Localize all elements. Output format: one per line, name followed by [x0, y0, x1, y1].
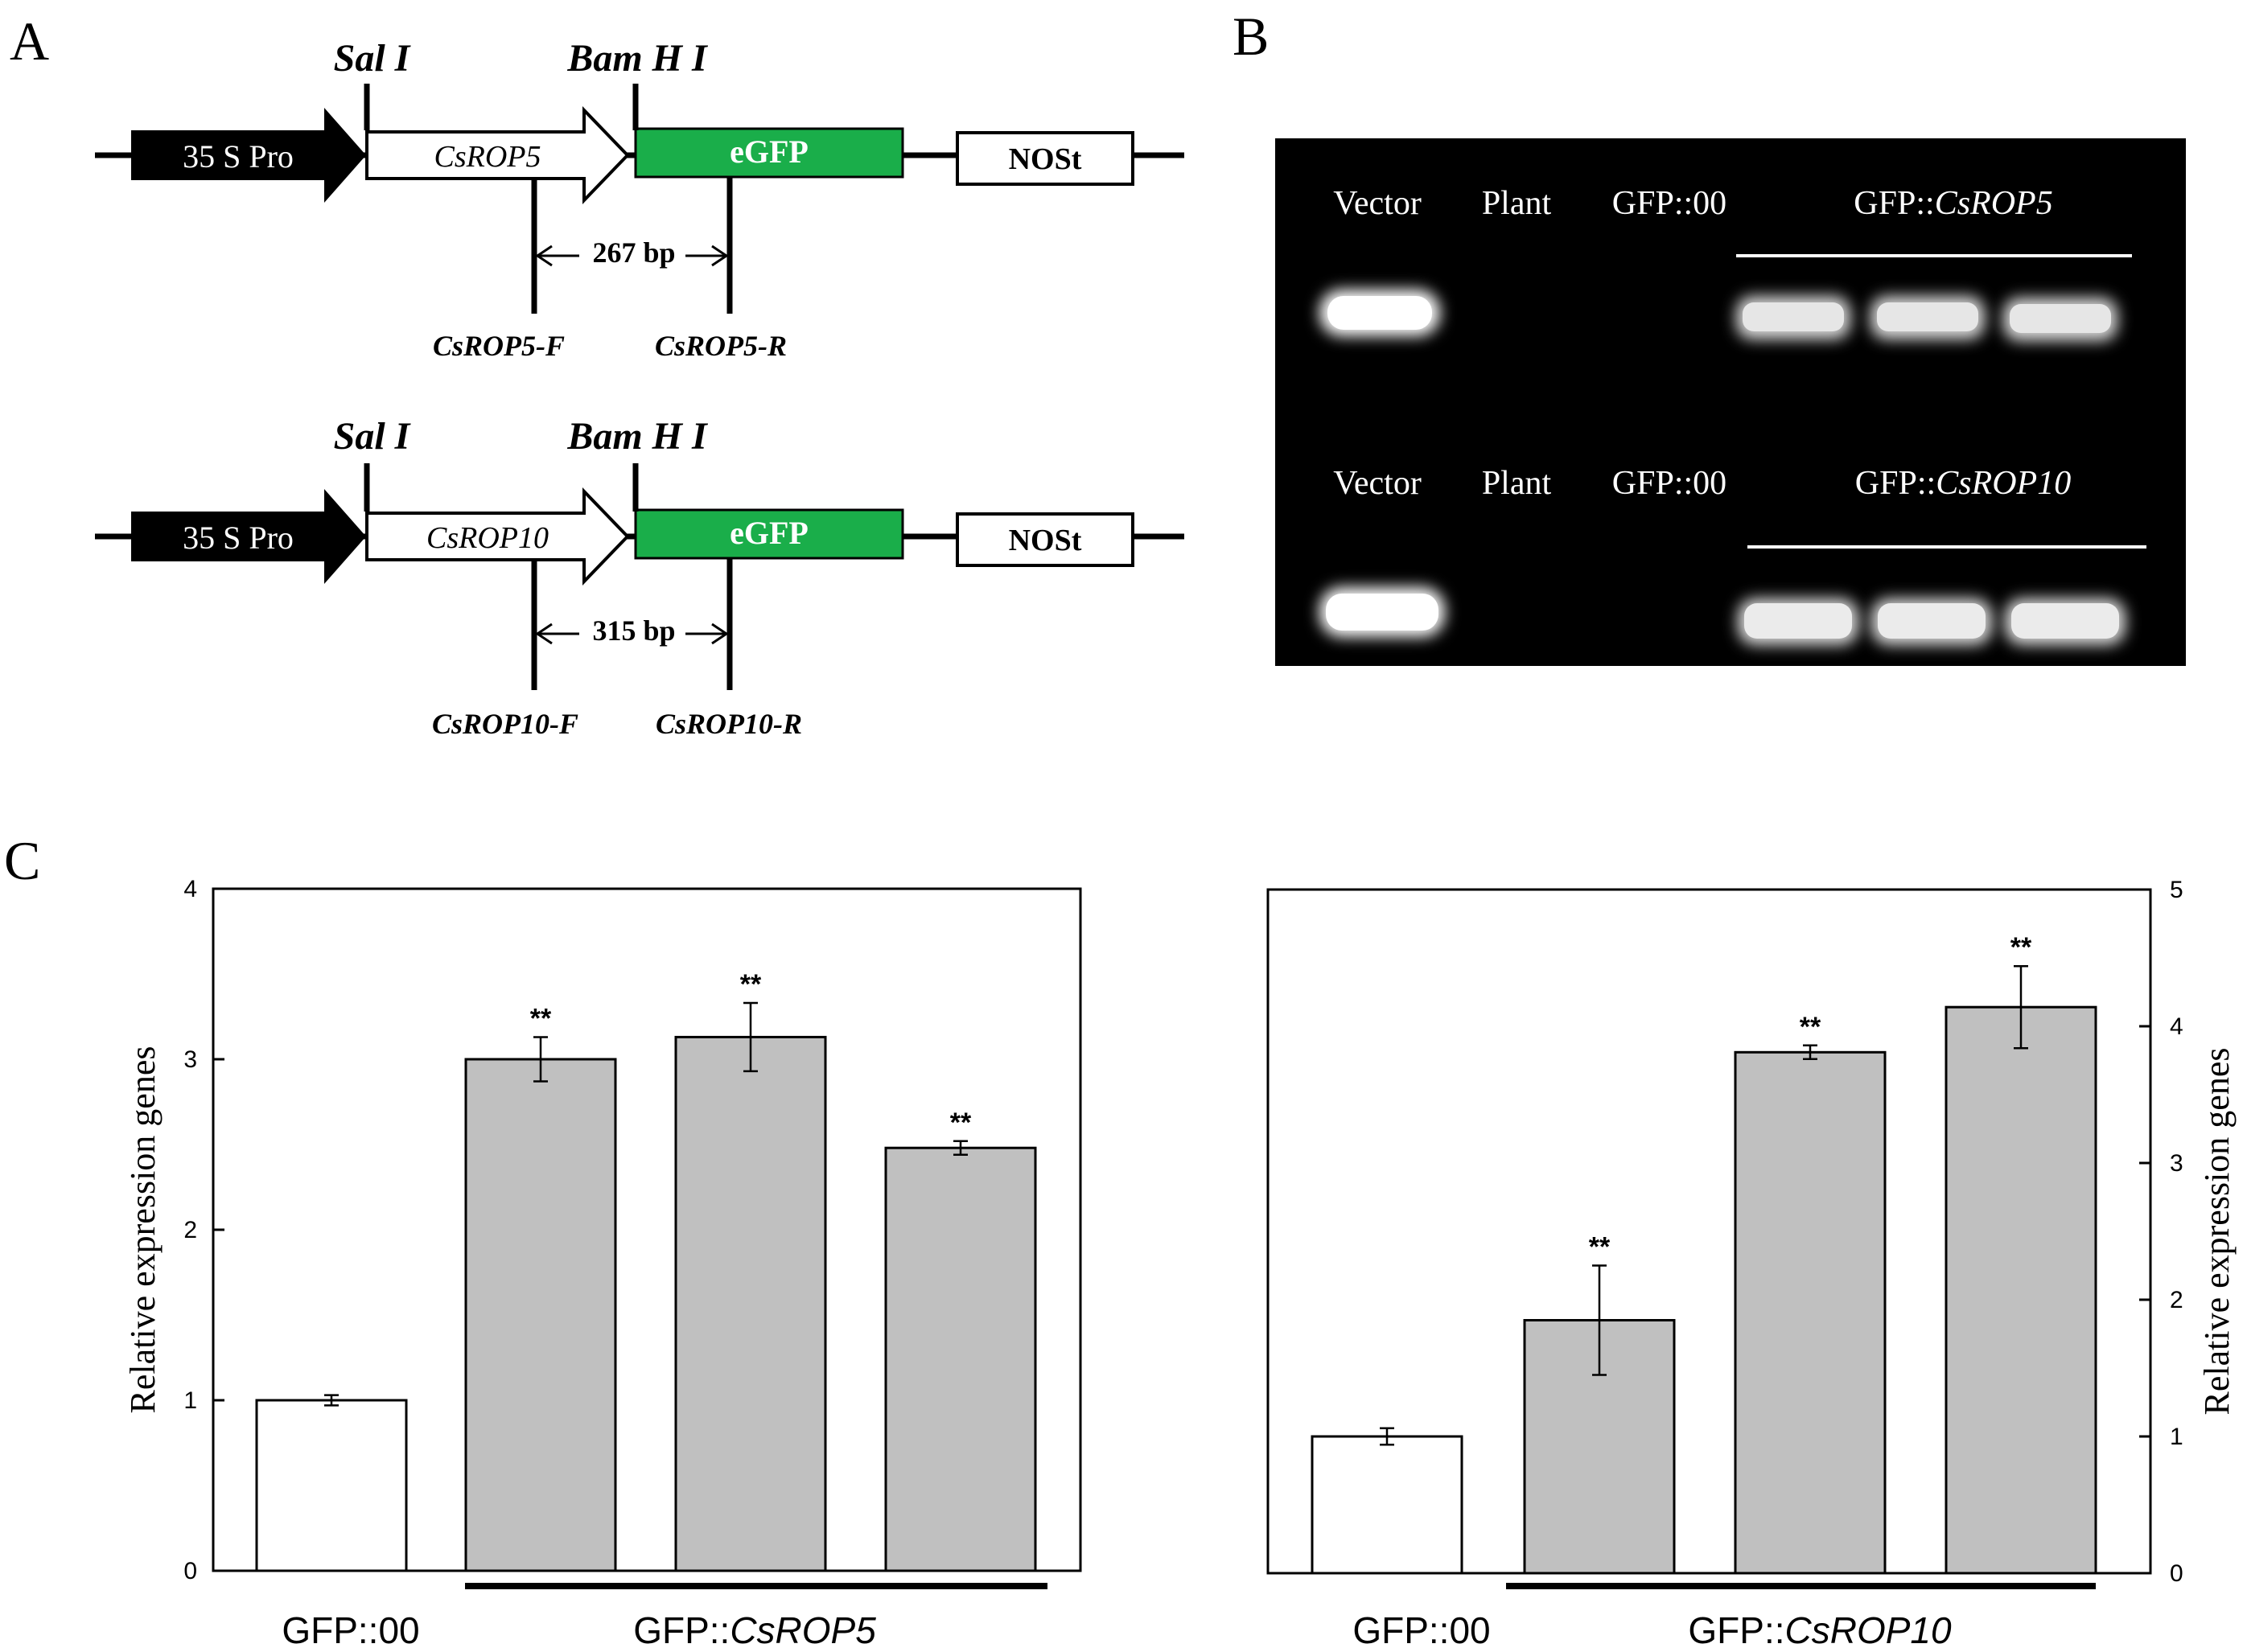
gel-row2-lane2-label: Plant: [1482, 465, 1552, 502]
amplicon-label: 267 bp: [592, 236, 675, 269]
x-label-group: GFP::CsROP5: [633, 1609, 876, 1651]
gel-background: [1275, 138, 2186, 666]
gene-label: CsROP5: [434, 140, 541, 174]
promoter-label: 35 S Pro: [183, 138, 294, 175]
gel-row1-lane3-label: GFP::00: [1612, 185, 1726, 222]
nost-label: NOSt: [1009, 524, 1082, 557]
nost-label: NOSt: [1009, 142, 1082, 176]
y-axis-title: Relative expression genes: [2197, 1048, 2237, 1416]
amplicon-arrowhead-right: [711, 623, 729, 645]
egfp-label: eGFP: [730, 515, 809, 551]
x-label-group-prefix: GFP::: [633, 1609, 730, 1651]
x-label-group-prefix: GFP::: [1688, 1609, 1784, 1651]
primer-f-label: CsROP5-F: [433, 330, 565, 362]
panel-label-b: B: [1233, 6, 1269, 67]
gel-row2-group-label: GFP::CsROP10: [1855, 465, 2071, 502]
significance-label: **: [1589, 1232, 1611, 1263]
gene-arrow: [365, 106, 630, 204]
egfp-box: [634, 508, 904, 560]
plot-frame: [1266, 888, 2152, 1575]
bar: [674, 1035, 827, 1572]
bar: [1311, 1435, 1463, 1575]
amplicon-arrowhead-left: [535, 623, 553, 645]
amplicon-label: 315 bp: [592, 614, 675, 647]
bar: [884, 1146, 1037, 1572]
promoter-arrow: [131, 108, 366, 203]
promoter-label: 35 S Pro: [183, 520, 294, 556]
gel-band-line1: [1743, 302, 1844, 331]
bar: [255, 1399, 408, 1572]
site2-label: Bam H I: [566, 415, 709, 458]
y-tick-label: 0: [2170, 1560, 2183, 1587]
x-label-control: GFP::00: [1352, 1609, 1490, 1651]
bar: [464, 1058, 617, 1572]
gene-label: CsROP10: [426, 521, 549, 555]
x-label-group-gene: CsROP5: [730, 1609, 876, 1651]
significance-label: **: [740, 969, 762, 1000]
y-tick-label: 1: [2170, 1424, 2183, 1450]
gel-image: Vector Plant GFP::00 GFP::CsROP5 Vector …: [1275, 138, 2186, 666]
promoter-arrow: [131, 489, 366, 584]
gel-row2-lane3-label: GFP::00: [1612, 465, 1726, 502]
amplicon-arrowhead-left: [535, 245, 553, 267]
y-tick-label: 3: [2170, 1150, 2183, 1177]
y-tick-label: 2: [183, 1217, 197, 1243]
primer-r-label: CsROP10-R: [656, 708, 802, 740]
x-label-group: GFP::CsROP10: [1688, 1609, 1952, 1651]
y-tick-label: 5: [2170, 877, 2183, 903]
gel-row1-lane1-label: Vector: [1333, 185, 1422, 222]
nost-box: [956, 512, 1134, 567]
primer-f-label: CsROP10-F: [432, 708, 578, 740]
y-tick-label: 0: [183, 1558, 197, 1584]
gel-band-line2: [1877, 302, 1978, 331]
site1-label: Sal I: [334, 37, 412, 80]
y-axis-title: Relative expression genes: [123, 1046, 163, 1414]
significance-label: **: [2010, 932, 2032, 963]
gel-row1-lane2-label: Plant: [1482, 185, 1552, 222]
significance-label: **: [950, 1107, 972, 1138]
y-tick-label: 2: [2170, 1287, 2183, 1313]
significance-label: **: [1800, 1012, 1821, 1042]
gel-row2-bands: [1319, 587, 2126, 645]
bar: [1945, 1005, 2097, 1575]
significance-label: **: [530, 1003, 552, 1034]
gel-band-line1: [1744, 603, 1852, 639]
gel-band-line3: [2011, 603, 2119, 639]
gel-row1-group-label: GFP::CsROP5: [1854, 185, 2052, 222]
egfp-label: eGFP: [730, 134, 809, 170]
site2-label: Bam H I: [566, 37, 709, 80]
gel-band-line3: [2010, 304, 2111, 333]
gene-arrow: [365, 487, 630, 586]
site1-label: Sal I: [334, 415, 412, 458]
egfp-box: [634, 127, 904, 179]
nost-box: [956, 131, 1134, 186]
panel-label-c: C: [4, 830, 40, 891]
gel-band-vector: [1326, 594, 1438, 631]
y-tick-label: 1: [183, 1387, 197, 1414]
gel-band-line2: [1878, 603, 1986, 639]
y-tick-label: 4: [183, 876, 197, 902]
panel-label-a: A: [10, 10, 49, 72]
bar: [1734, 1050, 1887, 1575]
gel-band-vector: [1327, 296, 1432, 330]
construct-diagram-2: 35 S Pro CsROP10 eGFP NOSt Sal I Bam H I…: [95, 415, 1184, 740]
primer-r-label: CsROP5-R: [655, 330, 787, 362]
construct-diagram-1: 35 S Pro CsROP5 eGFP NOSt Sal I Bam H I …: [95, 37, 1184, 362]
gel-row1-bands: [1319, 290, 2117, 341]
x-label-group-gene: CsROP10: [1785, 1609, 1952, 1651]
amplicon-arrowhead-right: [711, 245, 729, 267]
x-label-control: GFP::00: [282, 1609, 419, 1651]
y-tick-label: 3: [183, 1046, 197, 1073]
y-tick-label: 4: [2170, 1013, 2183, 1040]
gel-row2-lane1-label: Vector: [1333, 465, 1422, 502]
